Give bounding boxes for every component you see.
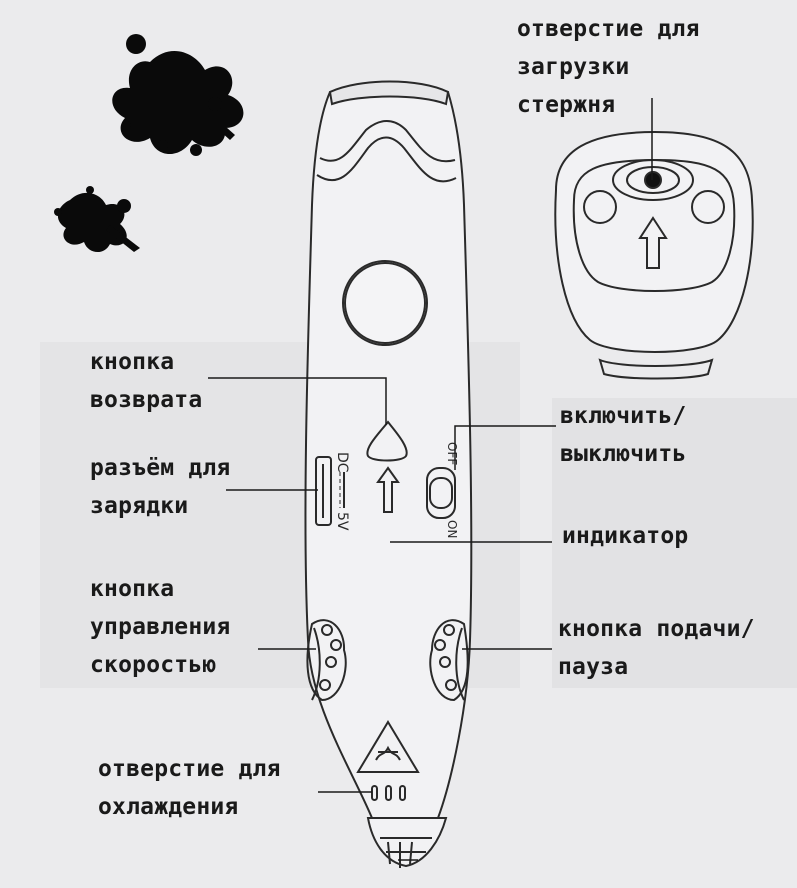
background-panel-right	[552, 398, 797, 688]
label-power-switch: включить/ выключить	[560, 397, 686, 473]
off-marking: OFF	[445, 442, 459, 465]
label-indicator-line1: индикатор	[562, 523, 689, 549]
on-marking: ON	[445, 520, 459, 538]
ink-splat-icon	[112, 34, 244, 156]
label-return-button-line1: кнопка	[90, 349, 175, 375]
label-feed-button-line1: кнопка подачи/	[558, 616, 755, 642]
label-load-hole-line1: отверстие для	[517, 16, 700, 42]
label-speed-button: кнопка управления скоростью	[90, 570, 230, 684]
dc-marking: DC	[334, 452, 350, 473]
label-return-button: кнопка возврата	[90, 343, 202, 419]
label-cooling-hole-line2: охлаждения	[98, 794, 239, 820]
label-indicator: индикатор	[562, 517, 688, 555]
leader-power-switch	[454, 425, 556, 470]
label-power-switch-line2: выключить	[560, 441, 687, 467]
label-feed-button: кнопка подачи/ пауза	[558, 610, 755, 686]
label-speed-button-line3: скоростью	[90, 652, 217, 678]
label-charge-port: разъём для зарядки	[90, 449, 230, 525]
label-feed-button-line2: пауза	[558, 654, 629, 680]
label-load-hole: отверстие для загрузки стержня	[517, 10, 700, 124]
pen-back-view	[554, 130, 754, 380]
label-power-switch-line1: включить/	[560, 403, 687, 429]
label-load-hole-line2: загрузки	[517, 54, 630, 80]
ink-splat-icon-small	[54, 186, 140, 253]
label-cooling-hole: отверстие для охлаждения	[98, 750, 281, 826]
label-speed-button-line2: управления	[90, 614, 231, 640]
label-load-hole-line3: стержня	[517, 92, 616, 118]
pen-body	[304, 80, 473, 868]
label-cooling-hole-line1: отверстие для	[98, 756, 281, 782]
label-charge-port-line1: разъём для	[90, 455, 231, 481]
leader-lines	[208, 98, 653, 861]
label-return-button-line2: возврата	[90, 387, 203, 413]
label-speed-button-line1: кнопка	[90, 576, 175, 602]
label-charge-port-line2: зарядки	[90, 493, 189, 519]
leader-return-button	[208, 377, 387, 425]
volt-marking: 5V	[334, 512, 350, 531]
